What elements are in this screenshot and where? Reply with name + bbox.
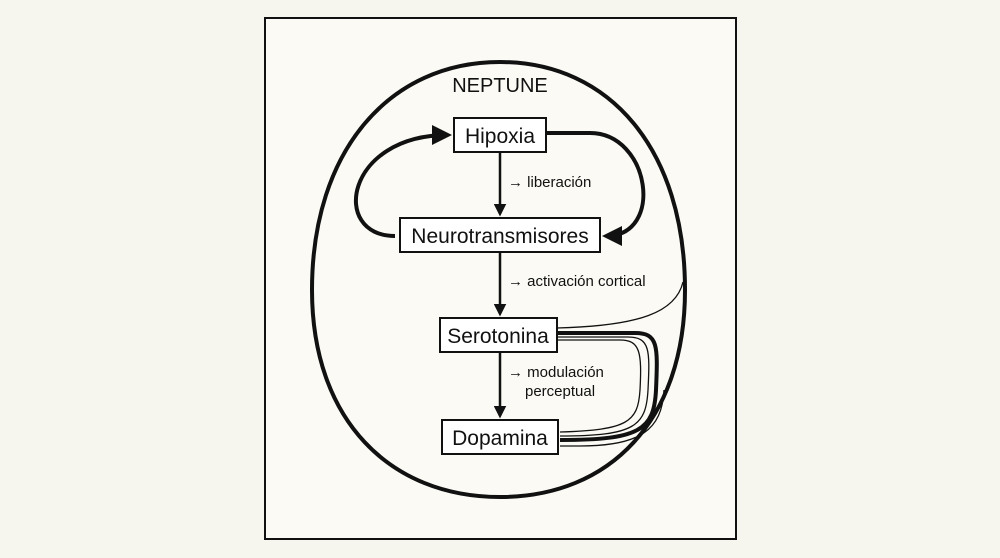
loop-serotonina-dopamina-inner — [557, 339, 642, 433]
neptune-enclosure — [309, 59, 688, 500]
loop-serotonina-dopamina-outer — [557, 331, 659, 442]
annotation-activacion: → activación cortical — [508, 273, 646, 290]
node-dopamina: Dopamina — [452, 427, 548, 450]
diagram-title: NEPTUNE — [452, 75, 548, 97]
node-hipoxia-box — [453, 117, 547, 153]
node-dopamina-box — [441, 419, 559, 455]
annotation-liberacion: → liberación — [508, 174, 591, 191]
node-neurotransmisores: Neurotransmisores — [411, 225, 588, 248]
loop-serotonina-dopamina-outer-2 — [557, 336, 650, 437]
loop-serotonina-dopamina-under — [560, 389, 665, 447]
node-hipoxia: Hipoxia — [465, 125, 535, 148]
annotation-modulacion-1: → modulación — [508, 364, 604, 381]
loop-right-hipoxia-to-neuro — [546, 131, 646, 246]
node-serotonina: Serotonina — [447, 325, 549, 348]
loop-left-neuro-to-hipoxia — [353, 125, 452, 238]
annotation-modulacion-2: perceptual — [525, 383, 595, 400]
serotonina-connector — [556, 281, 684, 329]
